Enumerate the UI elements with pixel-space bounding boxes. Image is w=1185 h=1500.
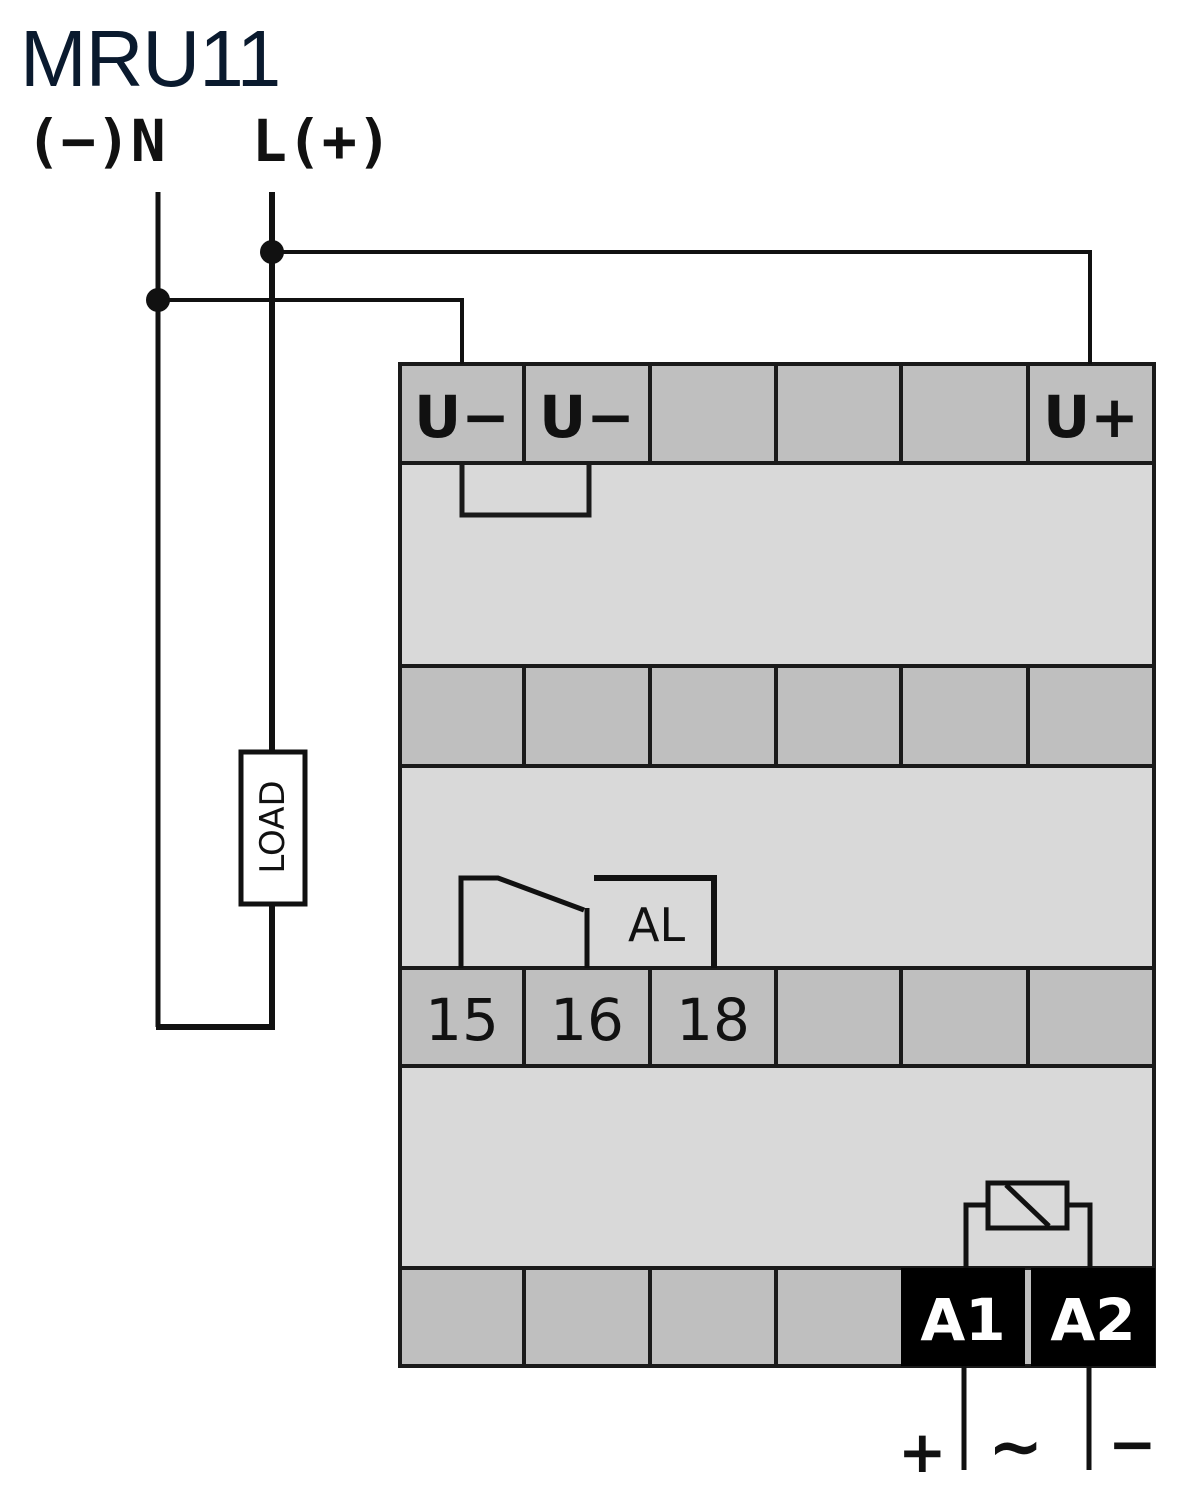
terminal-a1: A1	[920, 1286, 1006, 1354]
neutral-junction-dot	[146, 288, 170, 312]
u-minus-bridge	[459, 463, 592, 518]
terminal-u-minus-1: U−	[414, 383, 510, 451]
terminal-a1-highlight	[901, 1268, 1025, 1366]
relay-contact-arm	[458, 875, 585, 968]
terminal-15: 15	[425, 986, 499, 1054]
device-title: MRU11	[20, 14, 281, 103]
line-junction-dot	[260, 240, 284, 264]
control-ac-label: ∼	[988, 1408, 1044, 1485]
terminal-u-plus: U+	[1043, 383, 1139, 451]
terminal-u-minus-2: U−	[539, 383, 635, 451]
terminal-a2-highlight	[1031, 1268, 1155, 1366]
line-label: L(+)	[252, 107, 392, 175]
load-label: LOAD	[253, 780, 293, 874]
u-minus-feed-wire	[158, 298, 464, 364]
relay-contact-18	[594, 875, 717, 968]
alarm-contact-label: AL	[628, 898, 686, 952]
terminal-row-3	[398, 966, 1156, 1068]
u-plus-feed-wire	[272, 250, 1092, 364]
terminal-16: 16	[550, 986, 624, 1054]
terminal-row-1	[398, 362, 1156, 465]
terminal-row-4	[398, 1266, 1156, 1368]
control-minus-label: −	[1108, 1410, 1157, 1478]
terminal-18: 18	[676, 986, 750, 1054]
terminal-row-2	[398, 664, 1156, 768]
terminal-a2: A2	[1050, 1286, 1136, 1354]
control-plus-label: +	[898, 1418, 947, 1486]
load-box	[238, 749, 308, 907]
neutral-label: (−)N	[26, 107, 166, 175]
